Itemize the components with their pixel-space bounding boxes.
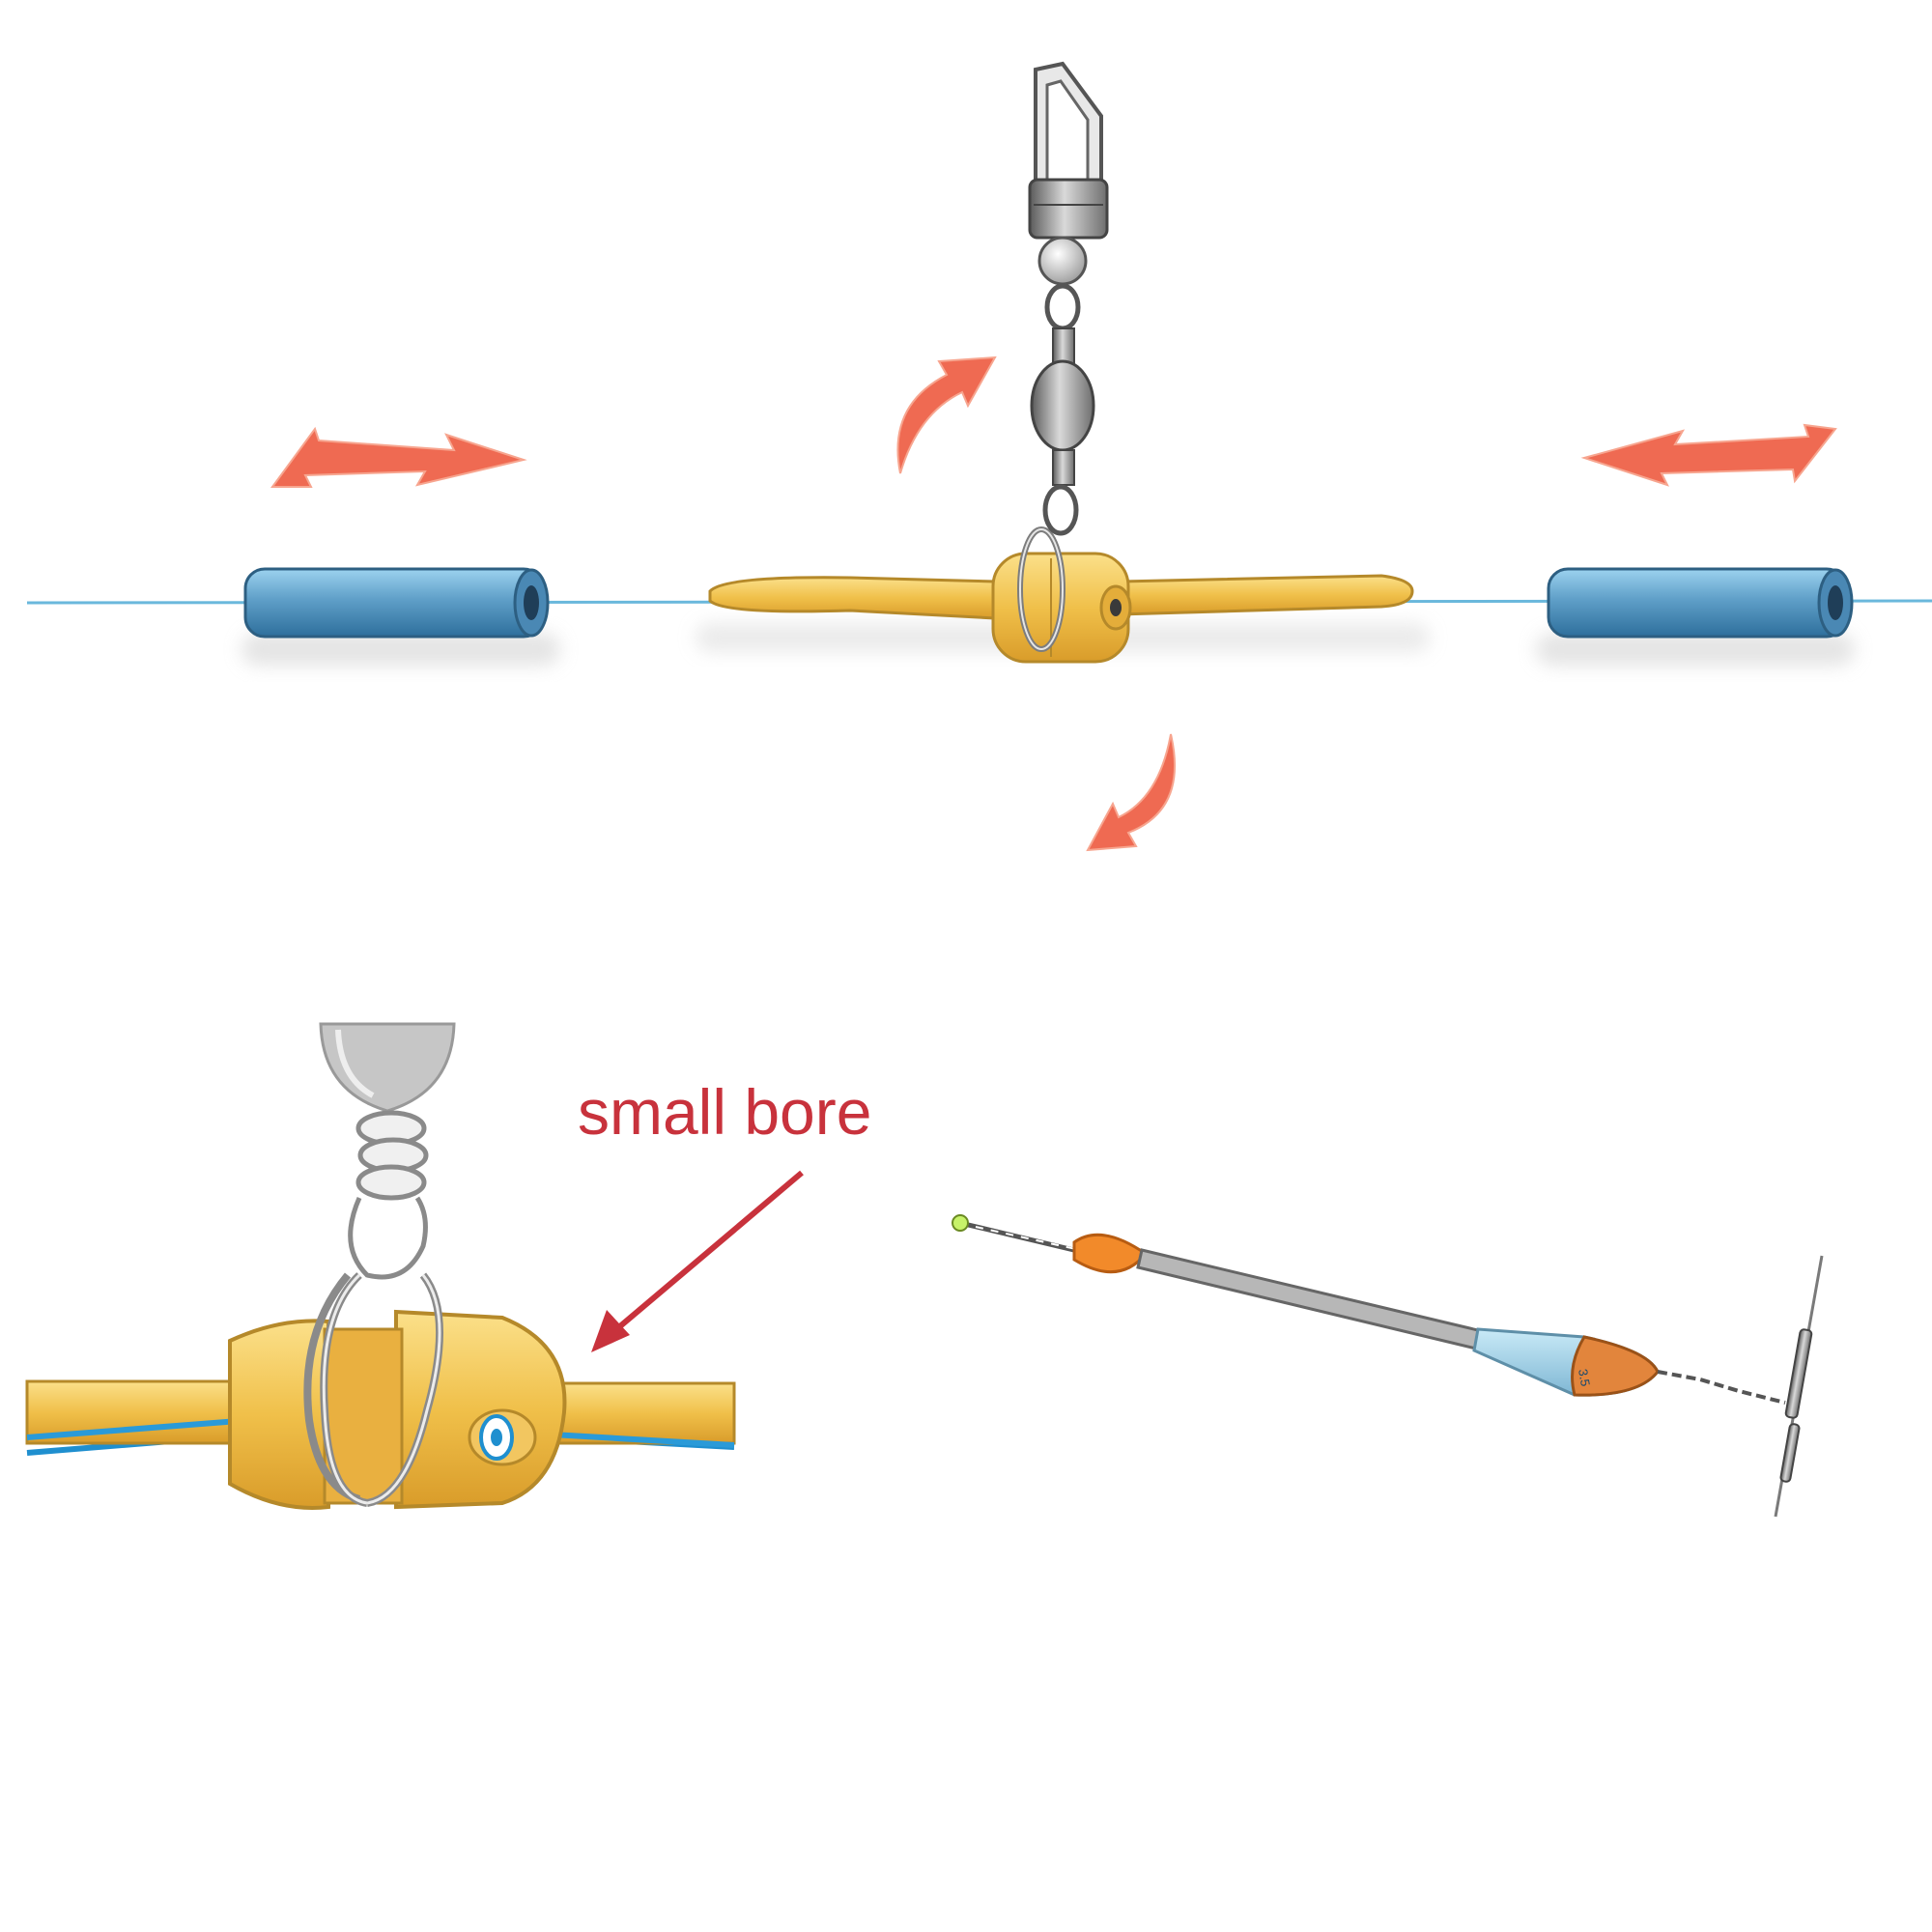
float-swivel — [1657, 1370, 1786, 1405]
lower-curved-arrow-icon — [1086, 733, 1176, 852]
silicone-sleeve — [708, 574, 1414, 620]
small-bore-label: small bore — [578, 1076, 872, 1148]
shadow-right-stop — [1536, 633, 1855, 666]
upper-curved-arrow-icon — [896, 355, 997, 474]
float-rig: 3.5 — [952, 1214, 1824, 1518]
connector-closeup — [25, 1022, 804, 1510]
right-line-stop — [1547, 567, 1854, 639]
shadow-left-stop — [242, 633, 560, 666]
float-body-marking: 3.5 — [1576, 1368, 1593, 1387]
callout-arrow — [591, 1170, 804, 1352]
swivel-connector — [991, 526, 1132, 664]
top-rig-view — [26, 61, 1932, 852]
float-line-connector — [1784, 1328, 1813, 1419]
small-bore-hole — [479, 1414, 514, 1461]
left-line-stop — [243, 567, 550, 639]
right-stop-red-double-arrow-icon — [1580, 423, 1837, 487]
float-orange-collar — [1072, 1233, 1149, 1273]
float-stem — [1136, 1248, 1484, 1350]
knot-loops — [348, 1110, 429, 1280]
left-stop-red-double-arrow-icon — [270, 426, 527, 488]
snap-swivel — [1028, 61, 1109, 536]
